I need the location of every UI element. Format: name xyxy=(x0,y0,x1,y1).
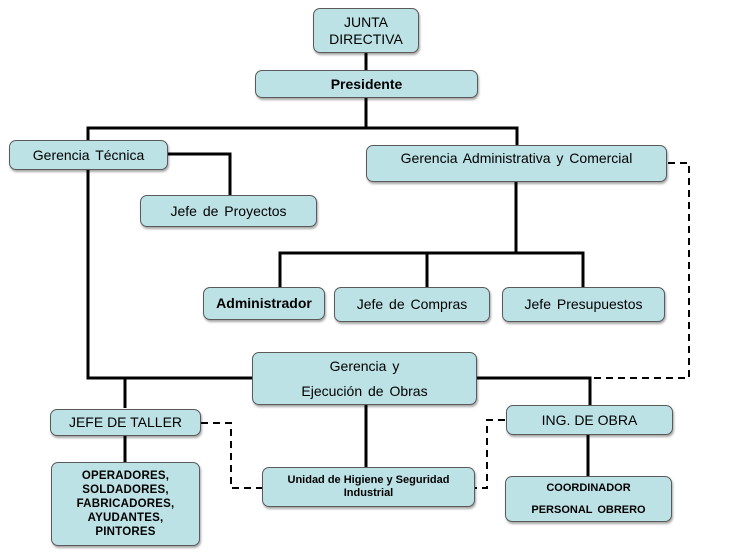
dashed-taller-higiene xyxy=(201,422,262,489)
connector-obras-taller xyxy=(123,376,254,408)
connector-tecnica-proyectos xyxy=(168,152,232,196)
node-junta-directiva: JUNTA DIRECTIVA xyxy=(313,8,419,53)
node-presidente-label: Presidente xyxy=(330,75,403,92)
node-jefe-compras: Jefe de Compras xyxy=(334,287,490,322)
dashed-ing-higiene xyxy=(475,419,505,489)
node-jefe-presupuestos: Jefe Presupuestos xyxy=(502,287,665,322)
node-unidad-higiene-line-1: Unidad de Higiene y Seguridad xyxy=(287,474,450,486)
connector-presidente-gerencias xyxy=(86,126,519,145)
node-coordinador: COORDINADOR PERSONAL OBRERO xyxy=(505,476,672,522)
node-gerencia-obras-line-2: Ejecución de Obras xyxy=(301,382,428,399)
node-gerencia-tecnica: Gerencia Técnica xyxy=(9,140,168,170)
node-gerencia-obras-line-1: Gerencia y xyxy=(329,357,400,374)
node-ing-obra-label: ING. DE OBRA xyxy=(541,411,638,428)
node-operadores-line-5: PINTORES xyxy=(95,526,156,538)
node-operadores-line-4: AYUDANTES, xyxy=(87,512,164,524)
node-administrador: Administrador xyxy=(203,287,325,320)
node-ing-obra: ING. DE OBRA xyxy=(506,405,673,435)
connector-obras-ing xyxy=(476,376,592,405)
node-unidad-higiene: Unidad de Higiene y Seguridad Industrial xyxy=(262,467,475,507)
node-gerencia-administrativa-label: Gerencia Administrativa y Comercial xyxy=(400,150,633,166)
node-jefe-taller-label: JEFE DE TALLER xyxy=(68,414,183,430)
node-coordinador-line-2: PERSONAL OBRERO xyxy=(531,504,646,516)
node-jefe-proyectos: Jefe de Proyectos xyxy=(140,195,317,227)
node-gerencia-tecnica-label: Gerencia Técnica xyxy=(32,146,145,163)
node-operadores: OPERADORES, SOLDADORES, FABRICADORES, AY… xyxy=(51,462,200,546)
connector-admin-subordinates xyxy=(278,251,585,287)
node-presidente: Presidente xyxy=(255,70,478,98)
node-coordinador-line-1: COORDINADOR xyxy=(546,482,631,494)
node-jefe-compras-label: Jefe de Compras xyxy=(356,296,468,312)
node-gerencia-administrativa: Gerencia Administrativa y Comercial xyxy=(366,145,667,182)
node-unidad-higiene-line-2: Industrial xyxy=(343,487,394,499)
node-jefe-taller: JEFE DE TALLER xyxy=(50,409,201,436)
node-operadores-line-2: SOLDADORES, xyxy=(82,484,169,496)
dashed-admin-obras xyxy=(590,162,690,379)
node-junta-line-2: DIRECTIVA xyxy=(329,30,403,47)
node-jefe-presupuestos-label: Jefe Presupuestos xyxy=(524,296,643,312)
node-administrador-label: Administrador xyxy=(216,295,312,311)
node-gerencia-obras: Gerencia y Ejecución de Obras xyxy=(252,352,477,405)
node-jefe-proyectos-label: Jefe de Proyectos xyxy=(170,202,287,219)
node-operadores-line-1: OPERADORES, xyxy=(81,470,170,482)
node-operadores-line-3: FABRICADORES, xyxy=(76,498,175,510)
node-junta-line-1: JUNTA xyxy=(343,13,389,30)
